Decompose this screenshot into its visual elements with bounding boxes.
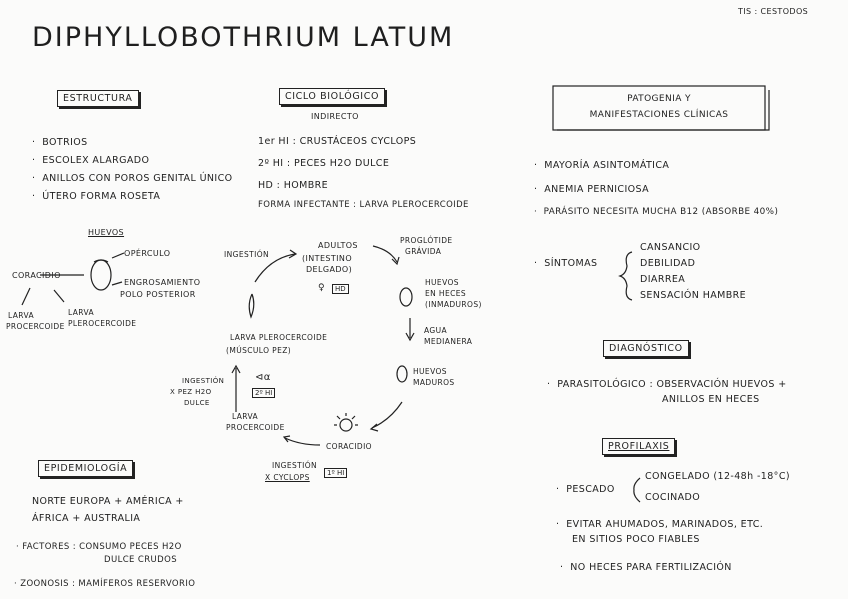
ingestion-pez-label-2: X PEZ H2O: [170, 388, 212, 396]
section-heading-estructura: ESTRUCTURA: [57, 90, 139, 107]
prof-line-3: · NO HECES PARA FERTILIZACIÓN: [560, 562, 732, 573]
operculo-label: OPÉRCULO: [124, 249, 171, 258]
ingestion-pez-label: INGESTIÓN: [182, 377, 225, 385]
ciclo-line: FORMA INFECTANTE : LARVA PLEROCERCOIDE: [258, 200, 469, 210]
larva-icon: [248, 293, 255, 319]
huevos-label: HUEVOS: [88, 228, 125, 237]
ingestion-top-label: INGESTIÓN: [224, 250, 270, 259]
larva-procercoide-label: LARVA: [8, 311, 35, 320]
larva-procercoide-cycle-label-2: PROCERCOIDE: [226, 423, 285, 432]
ciclo-line: 2º HI : PECES H2O DULCE: [258, 158, 390, 169]
huevos-heces-label-3: (INMADUROS): [425, 300, 482, 309]
sintoma-item: DEBILIDAD: [640, 258, 696, 269]
sintoma-item: SENSACIÓN HAMBRE: [640, 290, 747, 301]
prof-line-2: · EVITAR AHUMADOS, MARINADOS, ETC.: [556, 519, 764, 530]
epi-line-1: NORTE EUROPA + AMÉRICA +: [32, 496, 184, 507]
list-item: · ANEMIA PERNICIOSA: [534, 184, 650, 195]
list-item: · MAYORÍA ASINTOMÁTICA: [534, 160, 670, 171]
person-icon: ♀: [318, 283, 325, 293]
section-heading-epidemiologia: EPIDEMIOLOGÍA: [38, 460, 134, 477]
epi-zoonosis: · ZOONOSIS : MAMÍFEROS RESERVORIO: [14, 579, 196, 589]
larva-plerocercoide-cycle-label: LARVA PLEROCERCOIDE: [230, 333, 328, 342]
epi-line-2: ÁFRICA + AUSTRALIA: [32, 513, 141, 524]
page-title: DIPHYLLOBOTHRIUM LATUM: [32, 22, 455, 53]
ciclo-line: HD : HOMBRE: [258, 180, 329, 191]
agua-label: AGUA: [424, 326, 448, 335]
prof-line-2b: EN SITIOS POCO FIABLES: [572, 534, 700, 545]
egg-feces-icon: [399, 287, 413, 307]
arrow-ingestion: [254, 253, 296, 283]
fish-icon: ⊲α: [255, 372, 271, 383]
egg-icon: [90, 259, 112, 291]
list-item: · PARÁSITO NECESITA MUCHA B12 (ABSORBE 4…: [534, 207, 779, 217]
prof-opt-1: CONGELADO (12-48h -18°C): [645, 471, 790, 482]
diag-line-2: ANILLOS EN HECES: [662, 394, 760, 405]
section-heading-diagnostico: DIAGNÓSTICO: [603, 340, 689, 357]
agua-label-2: MEDIANERA: [424, 337, 473, 346]
huevos-maduros-label-2: MADUROS: [413, 378, 455, 387]
prof-opt-2: COCINADO: [645, 492, 701, 503]
larva-plerocercoide-label-2: PLEROCERCOIDE: [68, 319, 137, 328]
sintoma-item: DIARREA: [640, 274, 686, 285]
list-item: · ANILLOS CON POROS GENITAL ÚNICO: [32, 173, 233, 184]
hi1-tag: 1º HI: [324, 468, 348, 478]
prof-pescado: · PESCADO: [556, 484, 615, 495]
larva-procercoide-label-2: PROCERCOIDE: [6, 322, 65, 331]
list-item: · ÚTERO FORMA ROSETA: [32, 191, 161, 202]
egg-mature-icon: [396, 365, 408, 383]
sintoma-item: CANSANCIO: [640, 242, 701, 253]
coracidio-label: CORACIDIO: [12, 271, 61, 280]
hd-tag: HD: [332, 284, 349, 294]
ciclo-subtitle: INDIRECTO: [311, 112, 359, 121]
arrow-cyclops: [284, 437, 321, 446]
ingestion-pez-label-3: DULCE: [184, 399, 210, 407]
adultos-label: ADULTOS: [318, 241, 358, 250]
epi-factores-2: DULCE CRUDOS: [104, 555, 178, 565]
adultos-sub-2: DELGADO): [306, 265, 353, 274]
huevos-heces-label: HUEVOS: [425, 278, 459, 287]
list-item: · BOTRIOS: [32, 137, 88, 148]
section-heading-patogenia: PATOGENIA Y: [627, 94, 691, 104]
larva-plerocercoide-label: LARVA: [68, 308, 95, 317]
section-heading-ciclo: CICLO BIOLÓGICO: [279, 88, 386, 105]
coracidio-cycle-label: CORACIDIO: [326, 442, 372, 451]
engrosamiento-label: ENGROSAMIENTO: [124, 278, 201, 287]
diag-line-1: · PARASITOLÓGICO : OBSERVACIÓN HUEVOS +: [547, 379, 787, 390]
arrow-proglotide: [372, 245, 398, 263]
larva-plerocercoide-cycle-label-2: (MÚSCULO PEZ): [226, 346, 292, 355]
ciclo-line: 1er HI : CRUSTÁCEOS CYCLOPS: [258, 136, 417, 147]
larva-procercoide-cycle-label: LARVA: [232, 412, 259, 421]
ingestion-cyclops-label-2: X CYCLOPS: [265, 473, 310, 482]
section-heading-patogenia-2: MANIFESTACIONES CLÍNICAS: [589, 110, 729, 120]
proglotide-label-2: GRÁVIDA: [405, 247, 442, 256]
coracidio-icon: [339, 418, 353, 432]
huevos-heces-label-2: EN HECES: [425, 289, 467, 298]
adultos-sub: (INTESTINO: [302, 254, 353, 263]
arrow-coracidio: [371, 401, 403, 429]
engrosamiento-label-2: POLO POSTERIOR: [120, 290, 196, 299]
hi2-tag: 2º HI: [252, 388, 276, 398]
huevos-maduros-label: HUEVOS: [413, 367, 447, 376]
proglotide-label: PROGLÓTIDE: [400, 236, 453, 245]
topic-tag: TIS : CESTODOS: [738, 7, 809, 16]
section-heading-profilaxis: PROFILAXIS: [602, 438, 676, 455]
ingestion-cyclops-label: INGESTIÓN: [272, 461, 318, 470]
sintomas-label: · SÍNTOMAS: [534, 258, 598, 269]
epi-factores: · FACTORES : CONSUMO PECES H2O: [16, 542, 182, 552]
list-item: · ESCOLEX ALARGADO: [32, 155, 150, 166]
